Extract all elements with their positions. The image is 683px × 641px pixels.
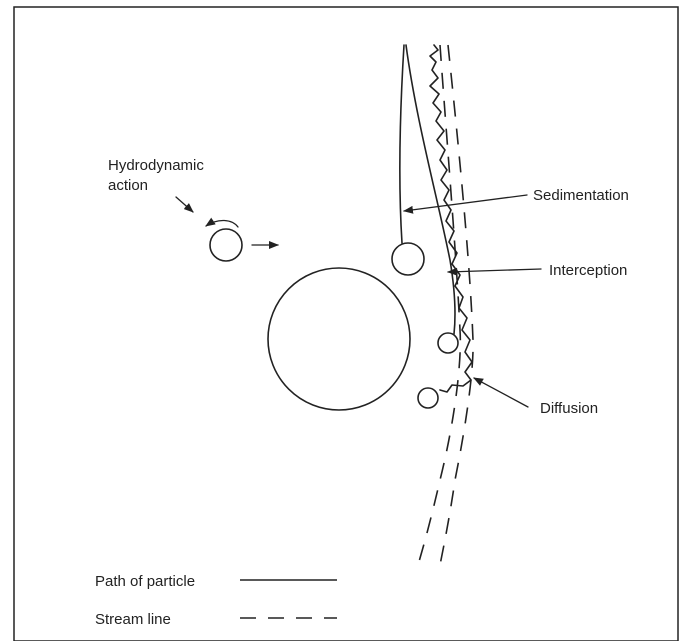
sedimentation-path [400,45,404,243]
hydrodynamic-pointer-arrow-icon [176,197,193,212]
interception-label: Interception [549,262,627,279]
interception-particle [438,333,458,353]
diffusion-particle [418,388,438,408]
interception-pointer-arrow-icon [448,269,541,272]
legend-stream-label: Stream line [95,611,171,628]
hydrodynamic-label: Hydrodynamic [108,157,204,174]
hydrodynamic-particle [210,229,242,261]
diffusion-pointer-arrow-icon [474,378,528,407]
sedimentation-particle [392,243,424,275]
sedimentation-pointer-arrow-icon [404,195,527,211]
figure-frame [14,7,678,641]
legend: Path of particle Stream line [95,573,337,628]
rotation-arrow-icon [206,220,238,227]
stream-line-left [418,45,460,565]
stream-line-right [440,45,473,565]
hydrodynamic-label-line2: action [108,177,148,194]
collector-sphere [268,268,410,410]
diffusion-label: Diffusion [540,400,598,417]
sedimentation-label: Sedimentation [533,187,629,204]
diffusion-path [430,45,472,392]
legend-path-label: Path of particle [95,573,195,590]
